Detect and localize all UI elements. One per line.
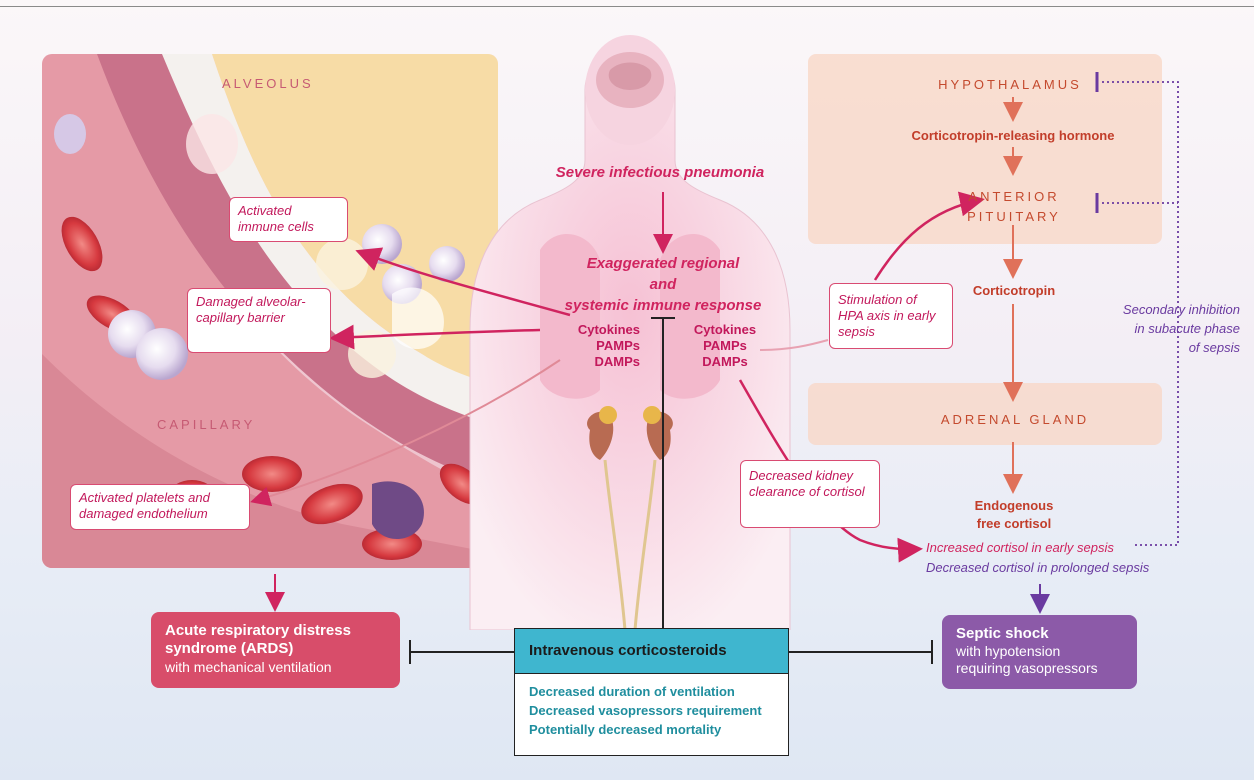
inhibition-line: Secondary inhibition <box>1090 300 1240 319</box>
treatment-effects: Decreased duration of ventilation Decrea… <box>515 674 788 739</box>
endogenous-cortisol-label: Endogenous free cortisol <box>960 497 1068 533</box>
kidney-clearance-box: Decreased kidney clearance of cortisol <box>740 460 880 528</box>
treatment-title: Intravenous corticosteroids <box>515 629 788 674</box>
ards-box: Acute respiratory distress syndrome (ARD… <box>151 612 400 688</box>
cortisol-line1: Endogenous <box>960 497 1068 515</box>
immune-response-line3: systemic immune response <box>540 295 786 316</box>
adrenal-gland-label: ADRENAL GLAND <box>925 412 1105 427</box>
anterior-word: ANTERIOR <box>960 187 1068 207</box>
activated-platelets-box: Activated platelets and damaged endothel… <box>70 484 250 530</box>
shock-title: Septic shock <box>956 625 1123 643</box>
immune-response-line1: Exaggerated regional <box>540 253 786 274</box>
inhibition-line: of sepsis <box>1090 338 1240 357</box>
mediator-item: PAMPs <box>690 338 760 354</box>
arrow-immune-cells <box>360 252 570 315</box>
treatment-effect: Decreased duration of ventilation <box>515 682 788 701</box>
arrow-platelets <box>254 360 560 501</box>
inhibition-line: in subacute phase <box>1090 319 1240 338</box>
right-mediators: Cytokines PAMPs DAMPs <box>690 322 760 370</box>
treatment-effect: Potentially decreased mortality <box>515 720 788 739</box>
shock-subtitle-1: with hypotension <box>956 643 1123 660</box>
increased-cortisol-label: Increased cortisol in early sepsis <box>926 540 1128 555</box>
septic-shock-box: Septic shock with hypotension requiring … <box>942 615 1137 689</box>
mediator-item: PAMPs <box>570 338 640 354</box>
immune-response-label: Exaggerated regional and systemic immune… <box>540 253 786 316</box>
secondary-inhibition-label: Secondary inhibition in subacute phase o… <box>1090 300 1240 357</box>
activated-immune-cells-box: Activated immune cells <box>229 197 348 242</box>
mediator-item: Cytokines <box>570 322 640 338</box>
damaged-barrier-box: Damaged alveolar-capillary barrier <box>187 288 331 353</box>
decreased-cortisol-label: Decreased cortisol in prolonged sepsis <box>926 560 1166 575</box>
cortisol-line2: free cortisol <box>960 515 1068 533</box>
pituitary-word: PITUITARY <box>960 207 1068 227</box>
mediator-item: DAMPs <box>570 354 640 370</box>
treatment-box: Intravenous corticosteroids Decreased du… <box>514 628 789 756</box>
corticotropin-label: Corticotropin <box>960 283 1068 298</box>
immune-response-line2: and <box>540 274 786 295</box>
treatment-effect: Decreased vasopressors requirement <box>515 701 788 720</box>
hypothalamus-label: HYPOTHALAMUS <box>920 77 1100 92</box>
pneumonia-label: Severe infectious pneumonia <box>525 164 795 181</box>
crh-label: Corticotropin-releasing hormone <box>906 128 1120 143</box>
arrow-barrier <box>334 330 540 338</box>
line-stimulation <box>760 340 828 350</box>
shock-subtitle-2: requiring vasopressors <box>956 660 1123 677</box>
left-mediators: Cytokines PAMPs DAMPs <box>570 322 640 370</box>
anterior-pituitary-label: ANTERIOR PITUITARY <box>960 187 1068 227</box>
mediator-item: Cytokines <box>690 322 760 338</box>
stimulation-hpa-box: Stimulation of HPA axis in early sepsis <box>829 283 953 349</box>
ards-subtitle: with mechanical ventilation <box>165 658 386 676</box>
ards-title: Acute respiratory distress syndrome (ARD… <box>165 622 386 658</box>
mediator-item: DAMPs <box>690 354 760 370</box>
